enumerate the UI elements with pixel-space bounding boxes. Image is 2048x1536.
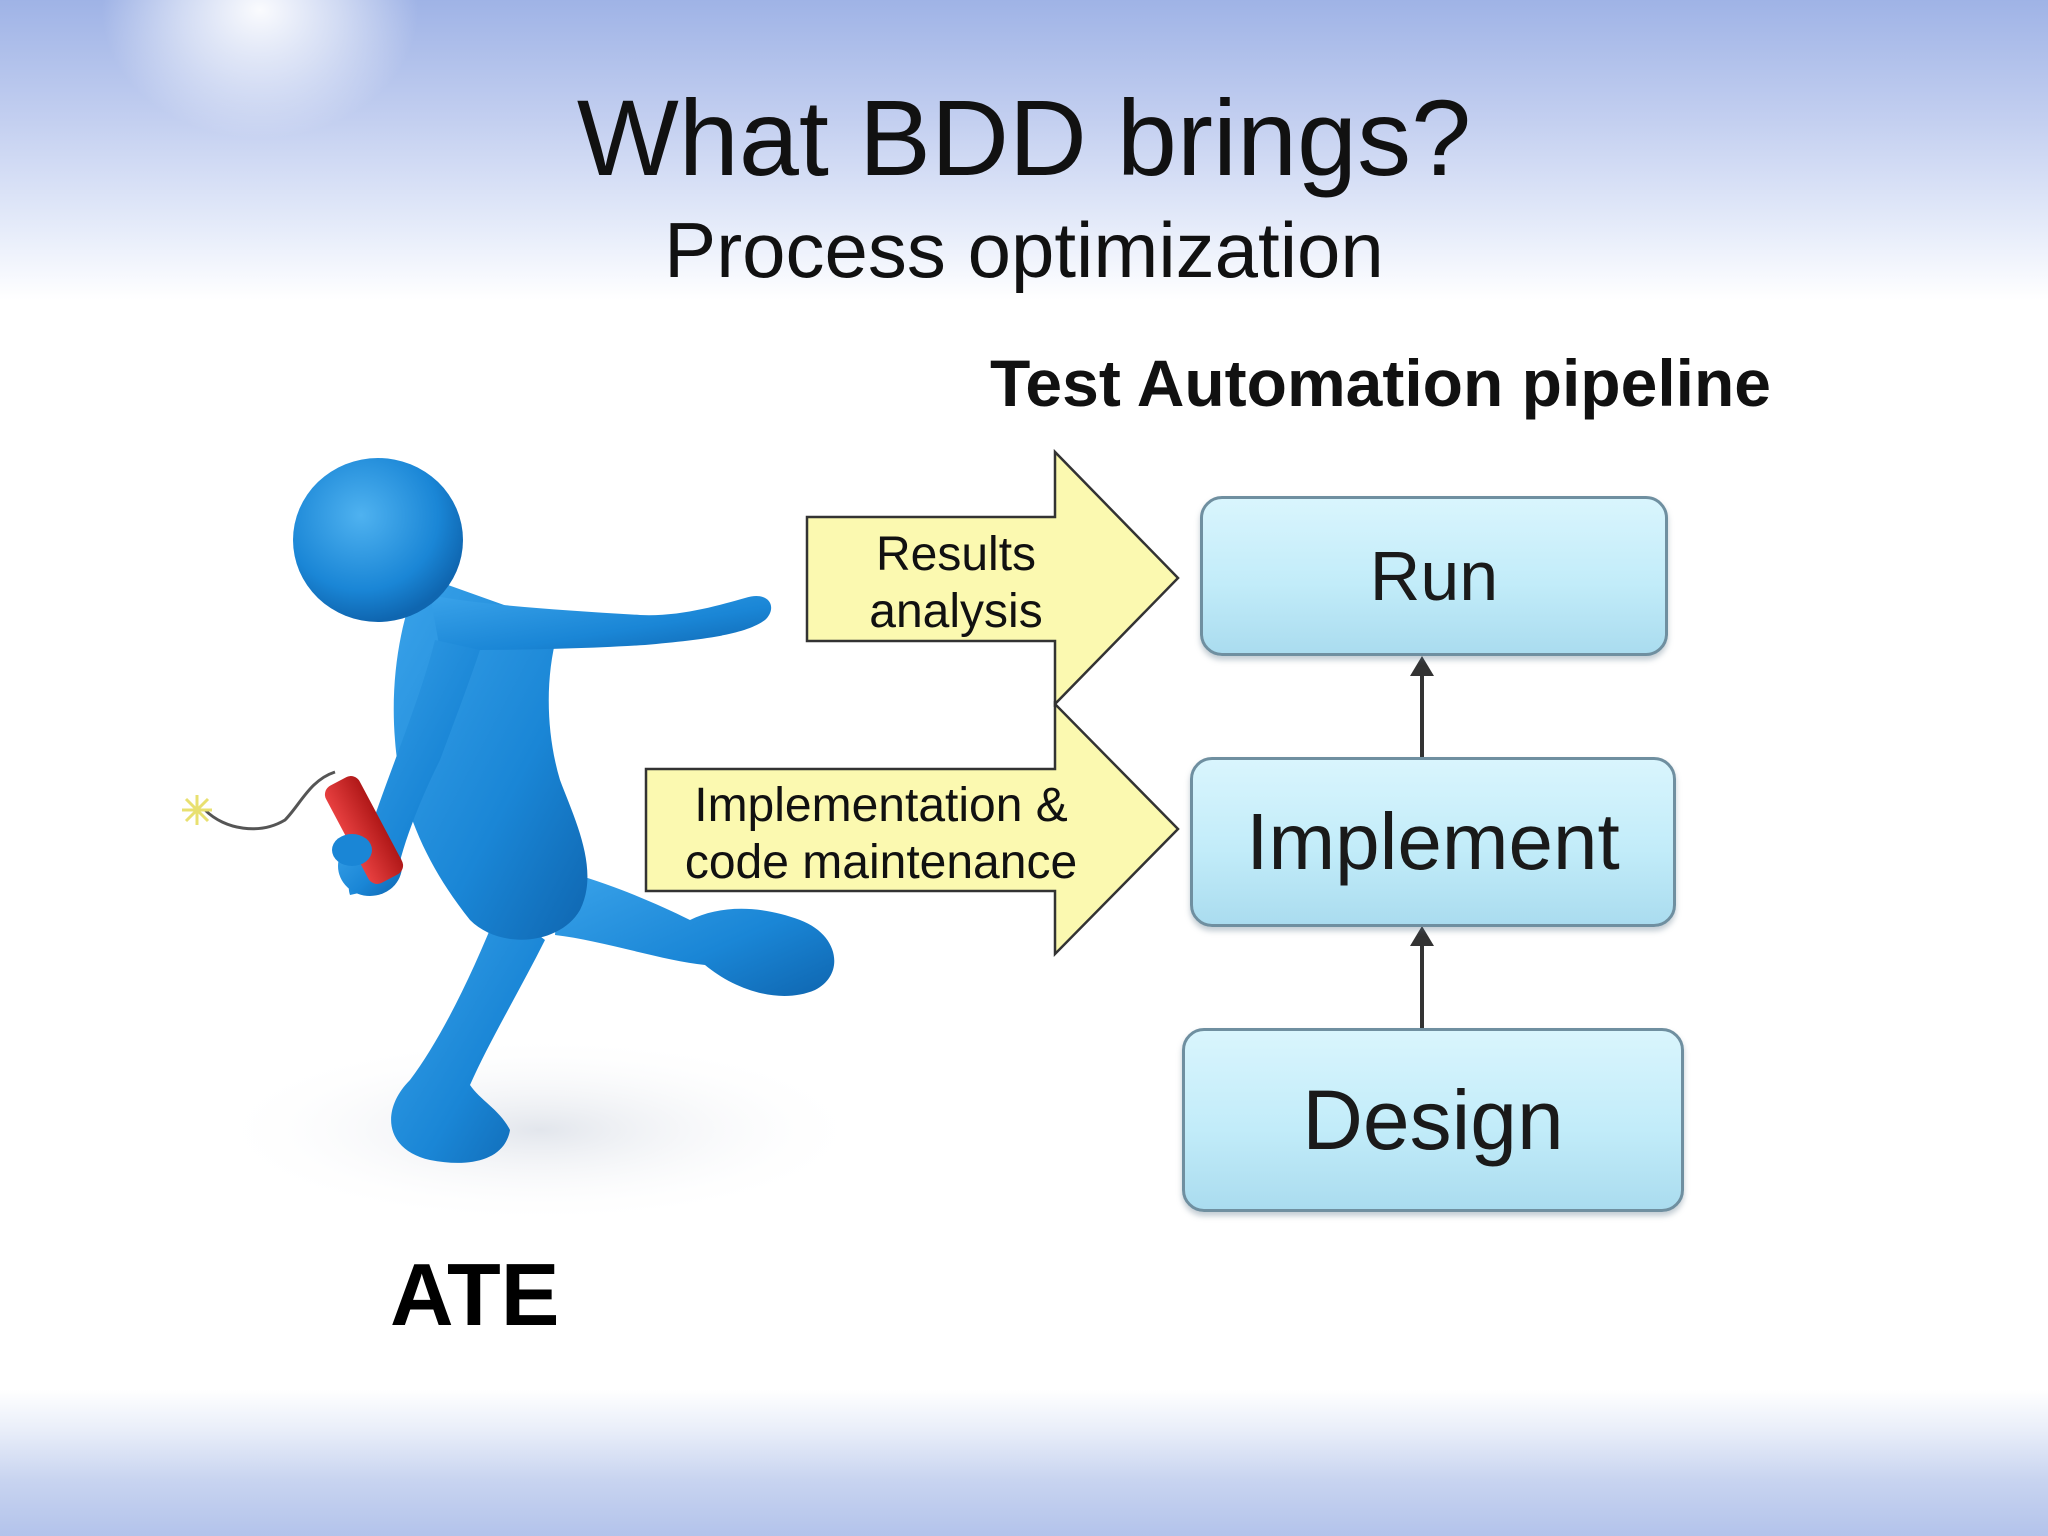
stage-implement: Implement	[1190, 757, 1676, 927]
results-analysis-label: Results analysis	[806, 526, 1106, 640]
figure-head	[293, 458, 463, 622]
slide-title: What BDD brings?	[576, 77, 1472, 198]
figure-back-leg	[391, 905, 545, 1163]
results-analysis-arrow	[805, 448, 1180, 708]
stage-design: Design	[1182, 1028, 1684, 1212]
stage-connectors	[1410, 656, 1434, 1028]
figure-shadow	[210, 1035, 870, 1225]
slide-subtitle: Process optimization	[664, 206, 1384, 294]
results-analysis-line-1: Results	[875, 528, 1037, 581]
implementation-maintenance-arrow	[644, 700, 1180, 958]
stick-figure-with-dynamite-icon	[182, 458, 870, 1225]
spark-icon	[182, 795, 212, 825]
arrowhead-up-icon	[1410, 926, 1434, 946]
stage-run: Run	[1200, 496, 1668, 656]
implementation-maintenance-line-2: code maintenance	[684, 836, 1078, 889]
ate-label: ATE	[390, 1245, 560, 1344]
dynamite-stick	[324, 776, 404, 884]
results-analysis-line-2: analysis	[869, 585, 1043, 638]
pipeline-title: Test Automation pipeline	[990, 346, 1772, 420]
figure-front-leg	[555, 870, 835, 996]
dynamite-fuse	[203, 770, 336, 831]
implementation-maintenance-line-1: Implementation &	[694, 779, 1068, 832]
figure-thumb	[332, 834, 372, 866]
implementation-maintenance-label: Implementation & code maintenance	[646, 777, 1116, 891]
arrowhead-up-icon	[1410, 656, 1434, 676]
figure-right-arm	[430, 595, 772, 650]
